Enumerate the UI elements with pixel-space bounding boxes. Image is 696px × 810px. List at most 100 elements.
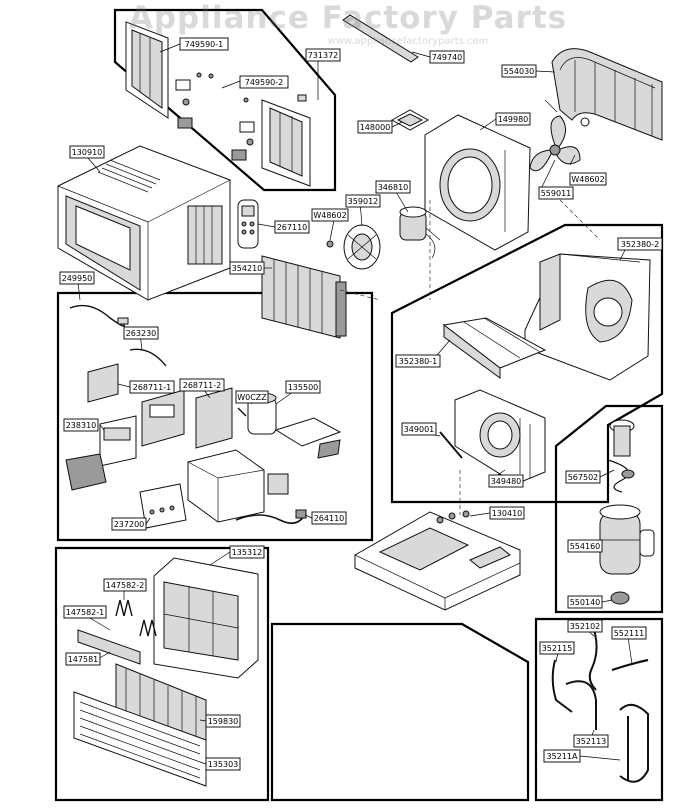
svg-text:352113: 352113 [576,737,607,746]
svg-text:W48602: W48602 [571,175,604,184]
filter-frame-shape [442,317,547,379]
evaporator-coil-shape [261,255,347,339]
label-267110: 267110 [274,220,310,234]
side-curtain-left-shape [125,21,214,129]
label-559011: 559011 [538,186,574,200]
svg-text:352380-2: 352380-2 [621,240,660,249]
label-354210: 354210 [229,261,265,275]
relay-shape [267,473,289,495]
pcb-268711-2-shape [195,387,233,449]
label-346810: 346810 [375,180,411,194]
svg-text:567502: 567502 [568,473,599,482]
svg-text:264110: 264110 [314,514,345,523]
harness-264110-shape [235,514,305,524]
air-guide-shape [454,389,546,485]
label-130410: 130410 [489,506,525,520]
condenser-fan-shape [529,115,590,172]
condenser-coil-shape [544,48,663,141]
label-349001: 349001 [401,422,437,436]
tube-parts [551,629,649,783]
sensor-263230-shape [129,348,167,367]
svg-text:147581: 147581 [68,655,99,664]
label-249950: 249950 [59,271,95,285]
svg-text:130910: 130910 [72,148,103,157]
bracket-w0czz-shape [274,417,342,447]
base-pan-shape [354,510,521,611]
label-147581: 147581 [65,652,101,666]
svg-text:238310: 238310 [66,421,97,430]
display-cover-shape [139,483,187,529]
tube-352102-shape [588,629,598,691]
group-front-grille [54,546,270,802]
label-552111: 552111 [611,626,647,640]
compressor-554160-shape [599,504,655,575]
svg-text:352380-1: 352380-1 [399,357,438,366]
label-147582-1: 147582-1 [63,605,107,619]
svg-text:268711-1: 268711-1 [133,383,172,392]
svg-text:349001: 349001 [404,425,435,434]
label-731372: 731372 [305,48,341,62]
label-w48602-upper: W48602 [569,172,607,186]
group-blank-panel [270,622,530,802]
label-550140: 550140 [567,595,603,609]
label-359012: 359012 [345,194,381,208]
clip-shape [317,439,341,459]
nut-w48602-shape [326,240,334,248]
svg-text:749590-1: 749590-1 [185,40,224,49]
label-749590-2: 749590-2 [239,75,289,89]
label-plate-shape [65,453,107,491]
label-35211a: 35211A [543,749,581,763]
svg-text:147582-1: 147582-1 [66,608,105,617]
blower-wheel-shape [343,224,381,270]
svg-text:749740: 749740 [432,53,463,62]
label-352102: 352102 [567,619,603,633]
svg-text:263230: 263230 [126,329,157,338]
condenser-shroud-shape [424,114,531,251]
rod-349001-shape [439,431,463,459]
label-149980: 149980 [495,112,531,126]
svg-text:550140: 550140 [570,598,601,607]
svg-text:731372: 731372 [308,51,339,60]
label-159830: 159830 [205,714,241,728]
group-air-guide [390,223,664,504]
cabinet-shape [57,145,231,301]
svg-text:W0CZZ: W0CZZ [237,393,267,402]
svg-text:149980: 149980 [498,115,529,124]
front-panel-238310-shape [99,415,137,467]
group-refrigerant-tubes [534,617,664,802]
cabinet-louvres-top [97,159,161,193]
grille-135303-shape [73,691,207,787]
label-237200: 237200 [111,517,147,531]
tube-352113-shape [565,680,597,730]
label-263230: 263230 [123,326,159,340]
svg-text:267110: 267110 [277,223,308,232]
louver-147582-shape [115,599,157,637]
label-554160: 554160 [567,539,603,553]
label-w0czz: W0CZZ [235,390,269,404]
group-compressor [554,404,664,614]
svg-text:135500: 135500 [288,383,319,392]
group-bracket-kit [113,8,337,192]
assembly-guides [339,199,601,515]
svg-text:352102: 352102 [570,622,601,631]
pcb-268711-1-shape [87,363,119,403]
svg-text:749590-2: 749590-2 [245,78,284,87]
label-567502: 567502 [565,470,601,484]
svg-text:135303: 135303 [208,760,239,769]
label-264110: 264110 [311,511,347,525]
label-135303: 135303 [205,757,241,771]
svg-text:249950: 249950 [62,274,93,283]
label-268711-1: 268711-1 [129,380,175,394]
compressor-parts [599,419,655,605]
label-w48602-lower: W48602 [311,208,349,222]
tube-552111-shape [611,658,649,672]
side-curtain-right-shape [231,94,311,187]
label-352115: 352115 [539,641,575,655]
label-749590-1: 749590-1 [179,37,229,51]
label-135500: 135500 [285,380,321,394]
svg-text:554160: 554160 [570,542,601,551]
scroll-case-shape [524,253,651,381]
overload-shape [613,425,631,457]
svg-text:130410: 130410 [492,509,523,518]
